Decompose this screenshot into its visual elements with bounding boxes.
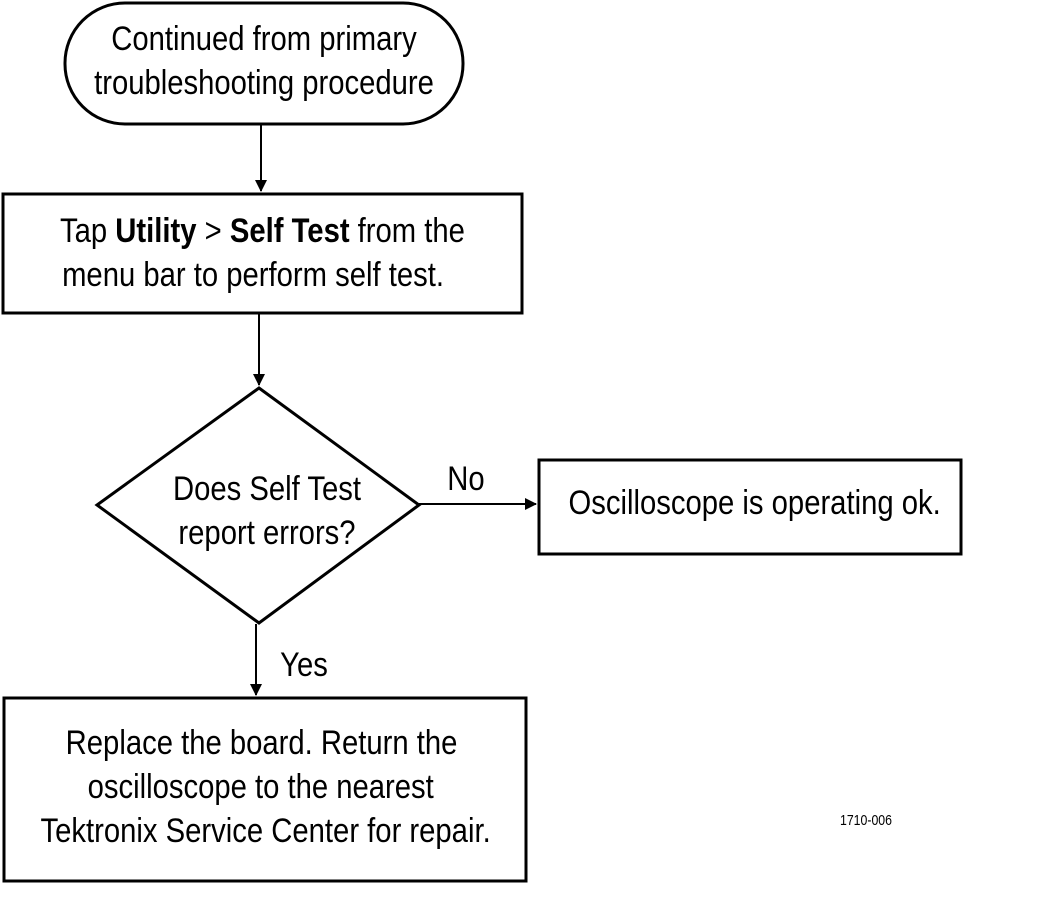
step-text-utility: Utility: [115, 212, 197, 250]
start-terminator-shape: [63, 1, 465, 126]
decision-line-1: Does Self Test: [173, 470, 361, 508]
decision-text: Does Self Test report errors?: [138, 467, 396, 555]
no-branch-label: No: [447, 460, 485, 498]
replace-board-text: Replace the board. Return the oscillosco…: [40, 721, 491, 853]
replace-board-box: [2, 696, 528, 883]
start-terminator-text: Continued from primary troubleshooting p…: [93, 17, 435, 105]
step-text-from-the: from the: [349, 212, 465, 250]
yes-branch-label: Yes: [280, 646, 328, 684]
self-test-step-text: Tap Utility > Self Test from the menu ba…: [39, 209, 485, 297]
ok-result-text: Oscilloscope is operating ok.: [568, 484, 941, 522]
start-line-2: troubleshooting procedure: [94, 64, 434, 102]
self-test-step-box: [1, 192, 524, 315]
step-line-2: menu bar to perform self test.: [62, 256, 444, 294]
replace-line-1: Replace the board. Return the: [65, 724, 458, 762]
step-text-tap: Tap: [60, 212, 116, 250]
step-text-self-test: Self Test: [229, 212, 350, 250]
step-line-1: Tap Utility > Self Test from the: [39, 209, 485, 253]
figure-id-label: 1710-006: [840, 812, 892, 829]
decision-line-2: report errors?: [178, 514, 356, 552]
ok-result-box: [537, 458, 963, 556]
replace-line-3: Tektronix Service Center for repair.: [40, 812, 491, 850]
start-line-1: Continued from primary: [111, 20, 417, 58]
replace-line-2: oscilloscope to the nearest: [87, 768, 434, 806]
decision-diamond-shape: [94, 386, 422, 625]
step-text-separator: >: [196, 212, 230, 250]
